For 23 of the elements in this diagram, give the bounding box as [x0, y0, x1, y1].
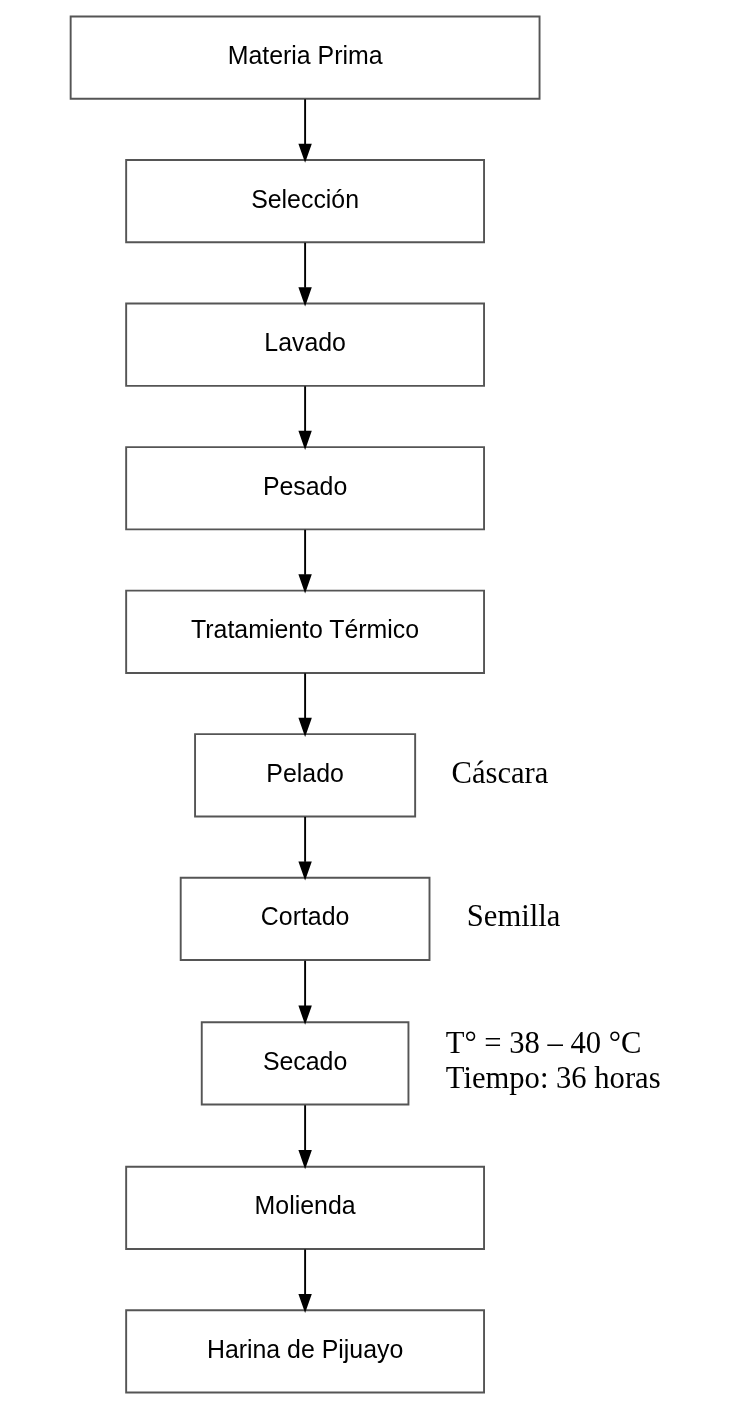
- node-label: Semilla: [466, 899, 560, 934]
- arrow: [297, 385, 312, 450]
- arrow: [297, 241, 312, 307]
- node-box: Pesado: [124, 446, 485, 531]
- node-label: Cáscara: [451, 755, 548, 790]
- node-box: Secado: [200, 1021, 409, 1106]
- node-box: Selección: [124, 159, 485, 244]
- node-box: Cortado: [179, 876, 430, 961]
- node-box: Tratamiento Térmico: [124, 589, 485, 674]
- node-box: Molienda: [124, 1165, 485, 1250]
- arrow: [297, 672, 312, 738]
- node-box: Harina de Pijuayo: [124, 1309, 485, 1394]
- node-box: Materia Prima: [69, 15, 540, 100]
- arrow: [297, 815, 312, 881]
- arrow: [297, 959, 312, 1025]
- node-label: Tiempo: 36 horas: [445, 1060, 661, 1095]
- arrow: [297, 1104, 312, 1170]
- node-box: Pelado: [193, 733, 416, 818]
- arrow: [297, 1248, 312, 1314]
- arrow: [297, 98, 312, 163]
- node-label: T° = 38 – 40 °C: [445, 1026, 641, 1061]
- node-box: Lavado: [124, 302, 485, 387]
- arrow: [297, 528, 312, 594]
